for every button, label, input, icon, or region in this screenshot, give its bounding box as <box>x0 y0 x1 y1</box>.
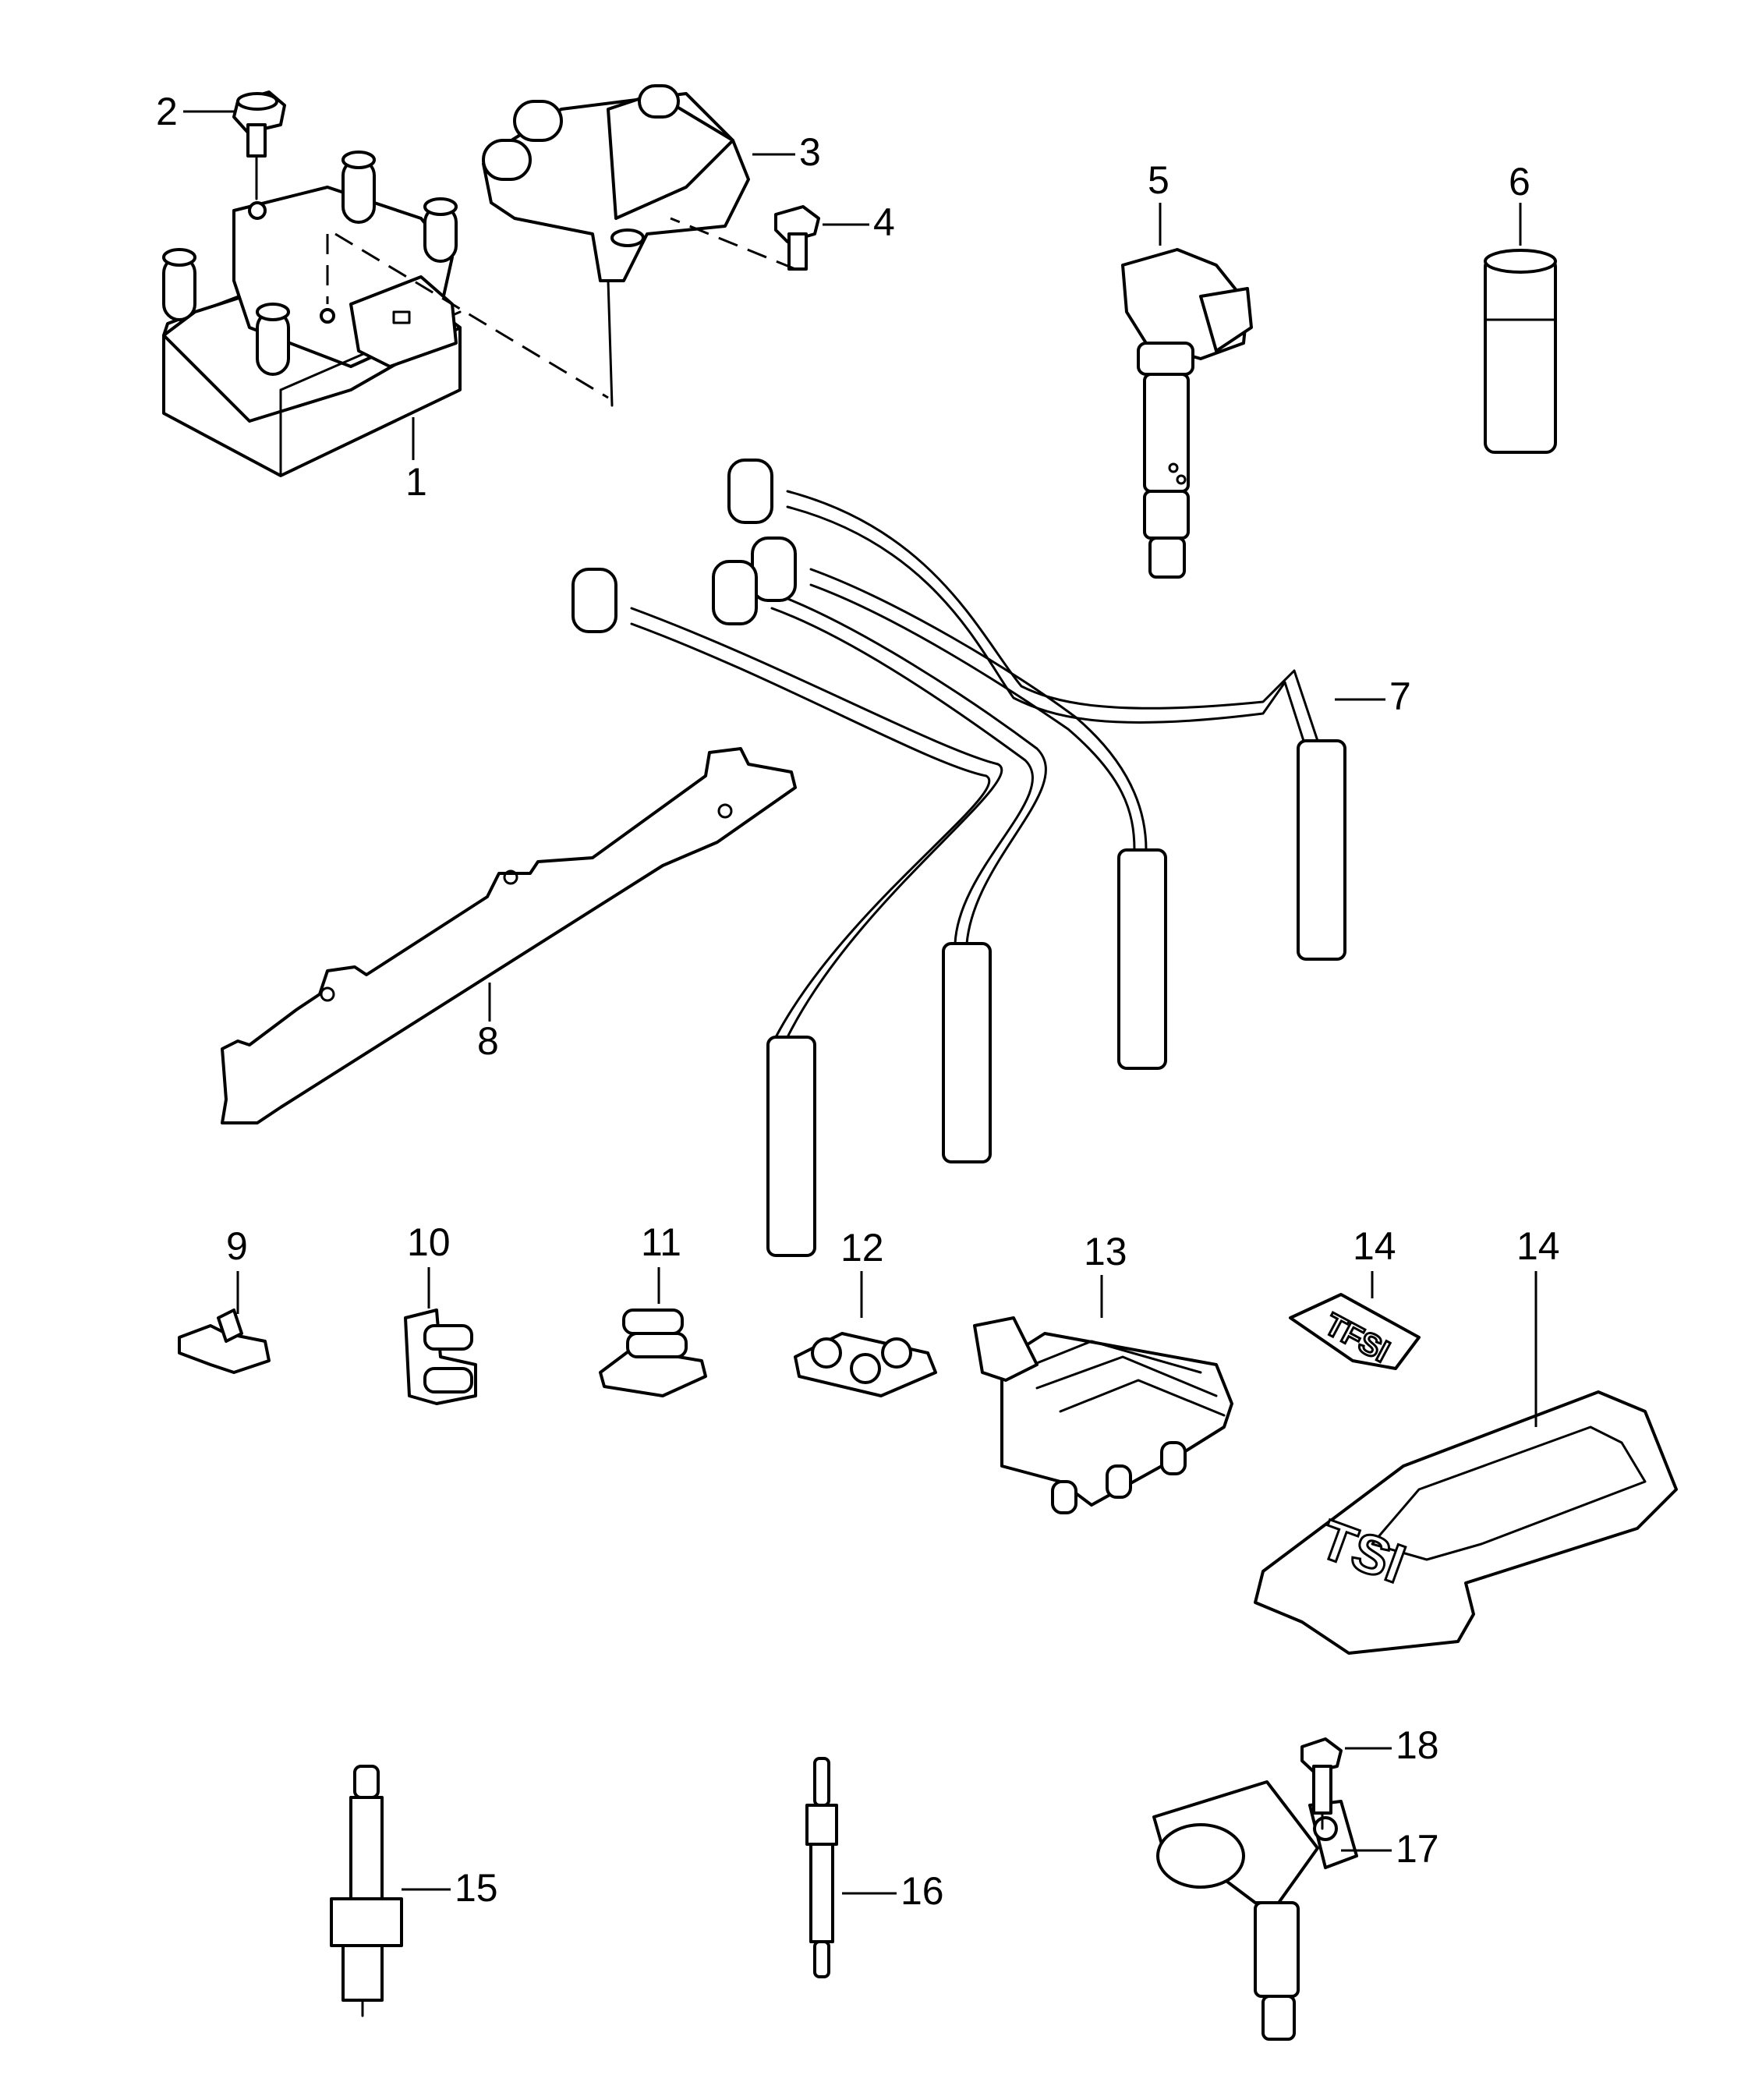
callout-5: 5 <box>1148 158 1169 202</box>
callout-9: 9 <box>226 1224 248 1268</box>
callout-14a: 14 <box>1353 1224 1396 1268</box>
ignition-coil-pack <box>162 151 462 477</box>
coil-bracket <box>482 84 750 407</box>
callout-1: 1 <box>405 460 427 504</box>
clip-10 <box>404 1309 477 1405</box>
tfsi-emblem: TFSI <box>1289 1293 1421 1370</box>
spark-plug <box>330 1765 403 2017</box>
callout-15: 15 <box>455 1866 498 1910</box>
callout-7: 7 <box>1389 675 1411 718</box>
lead-holder-strip <box>221 747 797 1124</box>
cylinder-part-6 <box>1484 249 1557 454</box>
bolt-4 <box>774 205 820 271</box>
bolt-2 <box>232 90 286 200</box>
callout-11: 11 <box>641 1220 681 1264</box>
callout-4: 4 <box>873 200 895 244</box>
glow-plug <box>805 1757 838 1978</box>
pencil-ignition-coil <box>1121 248 1253 579</box>
callout-3: 3 <box>799 130 821 174</box>
bolt-18 <box>1300 1737 1343 1830</box>
multi-clip-12 <box>794 1332 937 1397</box>
camshaft-sensor <box>1152 1780 1358 2041</box>
callout-12: 12 <box>840 1226 884 1270</box>
callout-18: 18 <box>1396 1723 1439 1767</box>
callout-14b: 14 <box>1516 1224 1560 1268</box>
callout-17: 17 <box>1396 1827 1439 1871</box>
callout-8: 8 <box>477 1019 499 1063</box>
callout-13: 13 <box>1084 1230 1127 1273</box>
callout-16: 16 <box>901 1869 944 1913</box>
callout-6: 6 <box>1509 160 1530 204</box>
double-clip-11 <box>599 1309 707 1397</box>
ignition-lead-set <box>571 459 1346 1257</box>
engine-cover: TSI <box>1254 1390 1678 1655</box>
clip-9 <box>178 1309 271 1374</box>
coil-pack-13 <box>973 1316 1233 1514</box>
callout-10: 10 <box>407 1220 451 1264</box>
callout-2: 2 <box>156 90 178 133</box>
